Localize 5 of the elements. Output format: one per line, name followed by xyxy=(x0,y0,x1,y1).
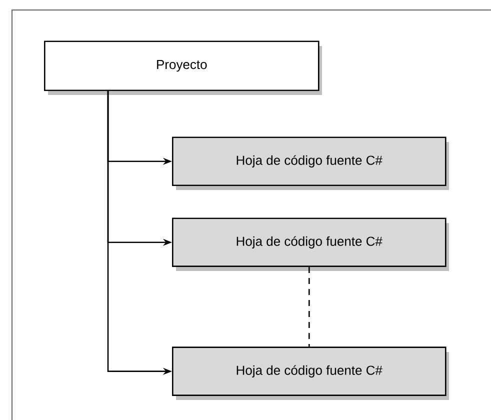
dashed-line xyxy=(308,267,310,347)
project-box: Proyecto xyxy=(44,40,320,91)
source-file-box: Hoja de código fuente C# xyxy=(172,136,446,186)
source-file-box: Hoja de código fuente C# xyxy=(172,346,446,396)
source-file-box: Hoja de código fuente C# xyxy=(172,218,446,267)
